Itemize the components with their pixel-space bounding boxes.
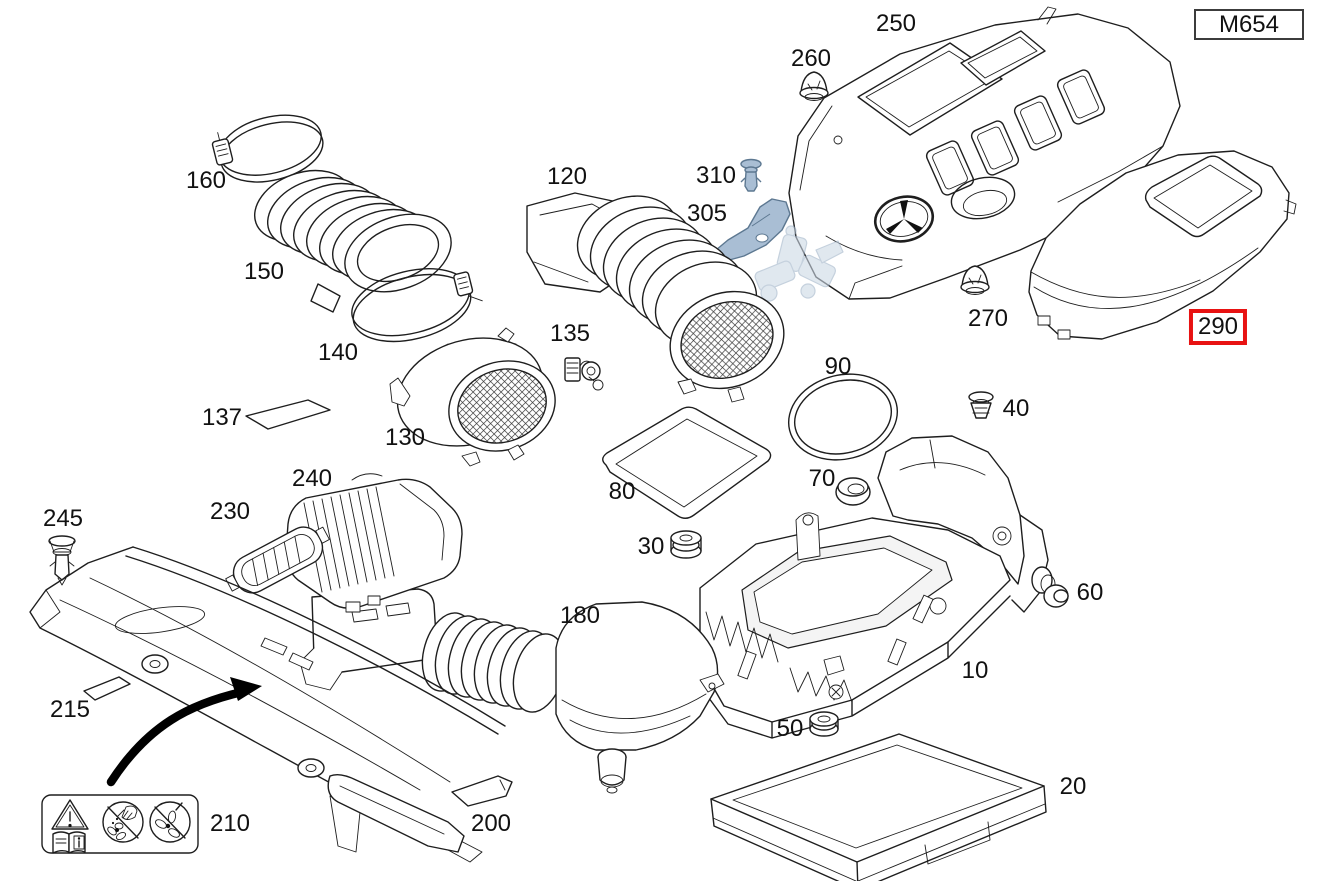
part-callout-210[interactable]: 210 (209, 810, 251, 837)
part-callout-40[interactable]: 40 (1002, 395, 1030, 422)
part-callout-10[interactable]: 10 (961, 657, 989, 684)
part-callout-20[interactable]: 20 (1059, 773, 1087, 800)
part-callout-160[interactable]: 160 (185, 167, 227, 194)
part-callout-290-highlighted[interactable]: 290 (1188, 309, 1248, 345)
read-operator-manual-icon (52, 831, 86, 854)
part-callout-245[interactable]: 245 (42, 505, 84, 532)
air-filter-element-drawing-20 (710, 733, 1047, 881)
part-callout-200[interactable]: 200 (470, 810, 512, 837)
engine-cover-right-drawing-290 (1028, 150, 1297, 340)
no-reaching-into-fan-icon (102, 801, 144, 843)
part-callout-50[interactable]: 50 (776, 715, 804, 742)
part-callout-60[interactable]: 60 (1076, 579, 1104, 606)
hose-clamp-drawing-160 (211, 114, 324, 183)
part-callout-240[interactable]: 240 (291, 465, 333, 492)
rubber-mount-drawing-260 (799, 71, 829, 101)
sensor-drawing-135 (564, 357, 604, 391)
engine-code-box: M654 (1194, 9, 1304, 40)
inlet-grille-drawing-230 (225, 526, 330, 594)
part-callout-130[interactable]: 130 (384, 424, 426, 451)
resonator-drawing-240 (285, 473, 463, 613)
hose-clamp-drawing-140 (351, 268, 483, 343)
label-sticker-drawing-137 (245, 399, 331, 430)
grommet-drawing-70 (835, 477, 871, 506)
air-mass-housing-drawing-130 (389, 327, 556, 467)
clip-nut-drawing-40 (968, 391, 994, 419)
cover-window-upper (960, 30, 1046, 86)
part-callout-270[interactable]: 270 (967, 305, 1009, 332)
lower-strip-drawing-200 (327, 773, 513, 853)
pointer-arrow (106, 677, 262, 787)
rubber-mount-drawing-270 (960, 265, 990, 295)
part-callout-305[interactable]: 305 (686, 200, 728, 227)
expansion-rivet-drawing-310 (740, 158, 762, 192)
intake-duct-drawing-120 (526, 192, 785, 403)
warning-label-plate (41, 794, 199, 854)
part-callout-230[interactable]: 230 (209, 498, 251, 525)
cover-round-recess (950, 176, 1016, 220)
part-callout-137[interactable]: 137 (201, 404, 243, 431)
grommet-drawing-50 (809, 711, 839, 737)
air-filter-housing-drawing-10 (699, 435, 1056, 739)
part-callout-30[interactable]: 30 (637, 533, 665, 560)
part-callout-80[interactable]: 80 (608, 478, 636, 505)
label-sticker-drawing-215 (83, 676, 131, 701)
sleeve-drawing-60 (1043, 584, 1069, 608)
rubber-mount-drawing-30 (670, 530, 702, 559)
oval-seal-drawing-90 (787, 373, 899, 461)
part-callout-150[interactable]: 150 (243, 258, 285, 285)
corrugated-hose-drawing-150 (253, 169, 452, 313)
no-tools-into-fan-icon (149, 801, 191, 843)
part-callout-120[interactable]: 120 (546, 163, 588, 190)
part-callout-215[interactable]: 215 (49, 696, 91, 723)
part-callout-140[interactable]: 140 (317, 339, 359, 366)
part-callout-90[interactable]: 90 (824, 353, 852, 380)
part-callout-310[interactable]: 310 (695, 162, 737, 189)
part-callout-180[interactable]: 180 (559, 602, 601, 629)
part-callout-135[interactable]: 135 (549, 320, 591, 347)
cover-slot-windows (925, 69, 1106, 196)
ghost-actuator-assembly (754, 225, 844, 302)
expansion-clip-drawing-245 (48, 535, 76, 586)
intake-pipe-drawing-180 (299, 583, 725, 794)
part-callout-70[interactable]: 70 (808, 465, 836, 492)
rectangular-seal-drawing-80 (602, 406, 772, 519)
mercedes-star-emblem (873, 195, 935, 243)
engine-cover-drawing-250 (788, 6, 1181, 300)
warning-triangle-icon (51, 799, 89, 830)
part-callout-260[interactable]: 260 (790, 45, 832, 72)
part-callout-250[interactable]: 250 (875, 10, 917, 37)
